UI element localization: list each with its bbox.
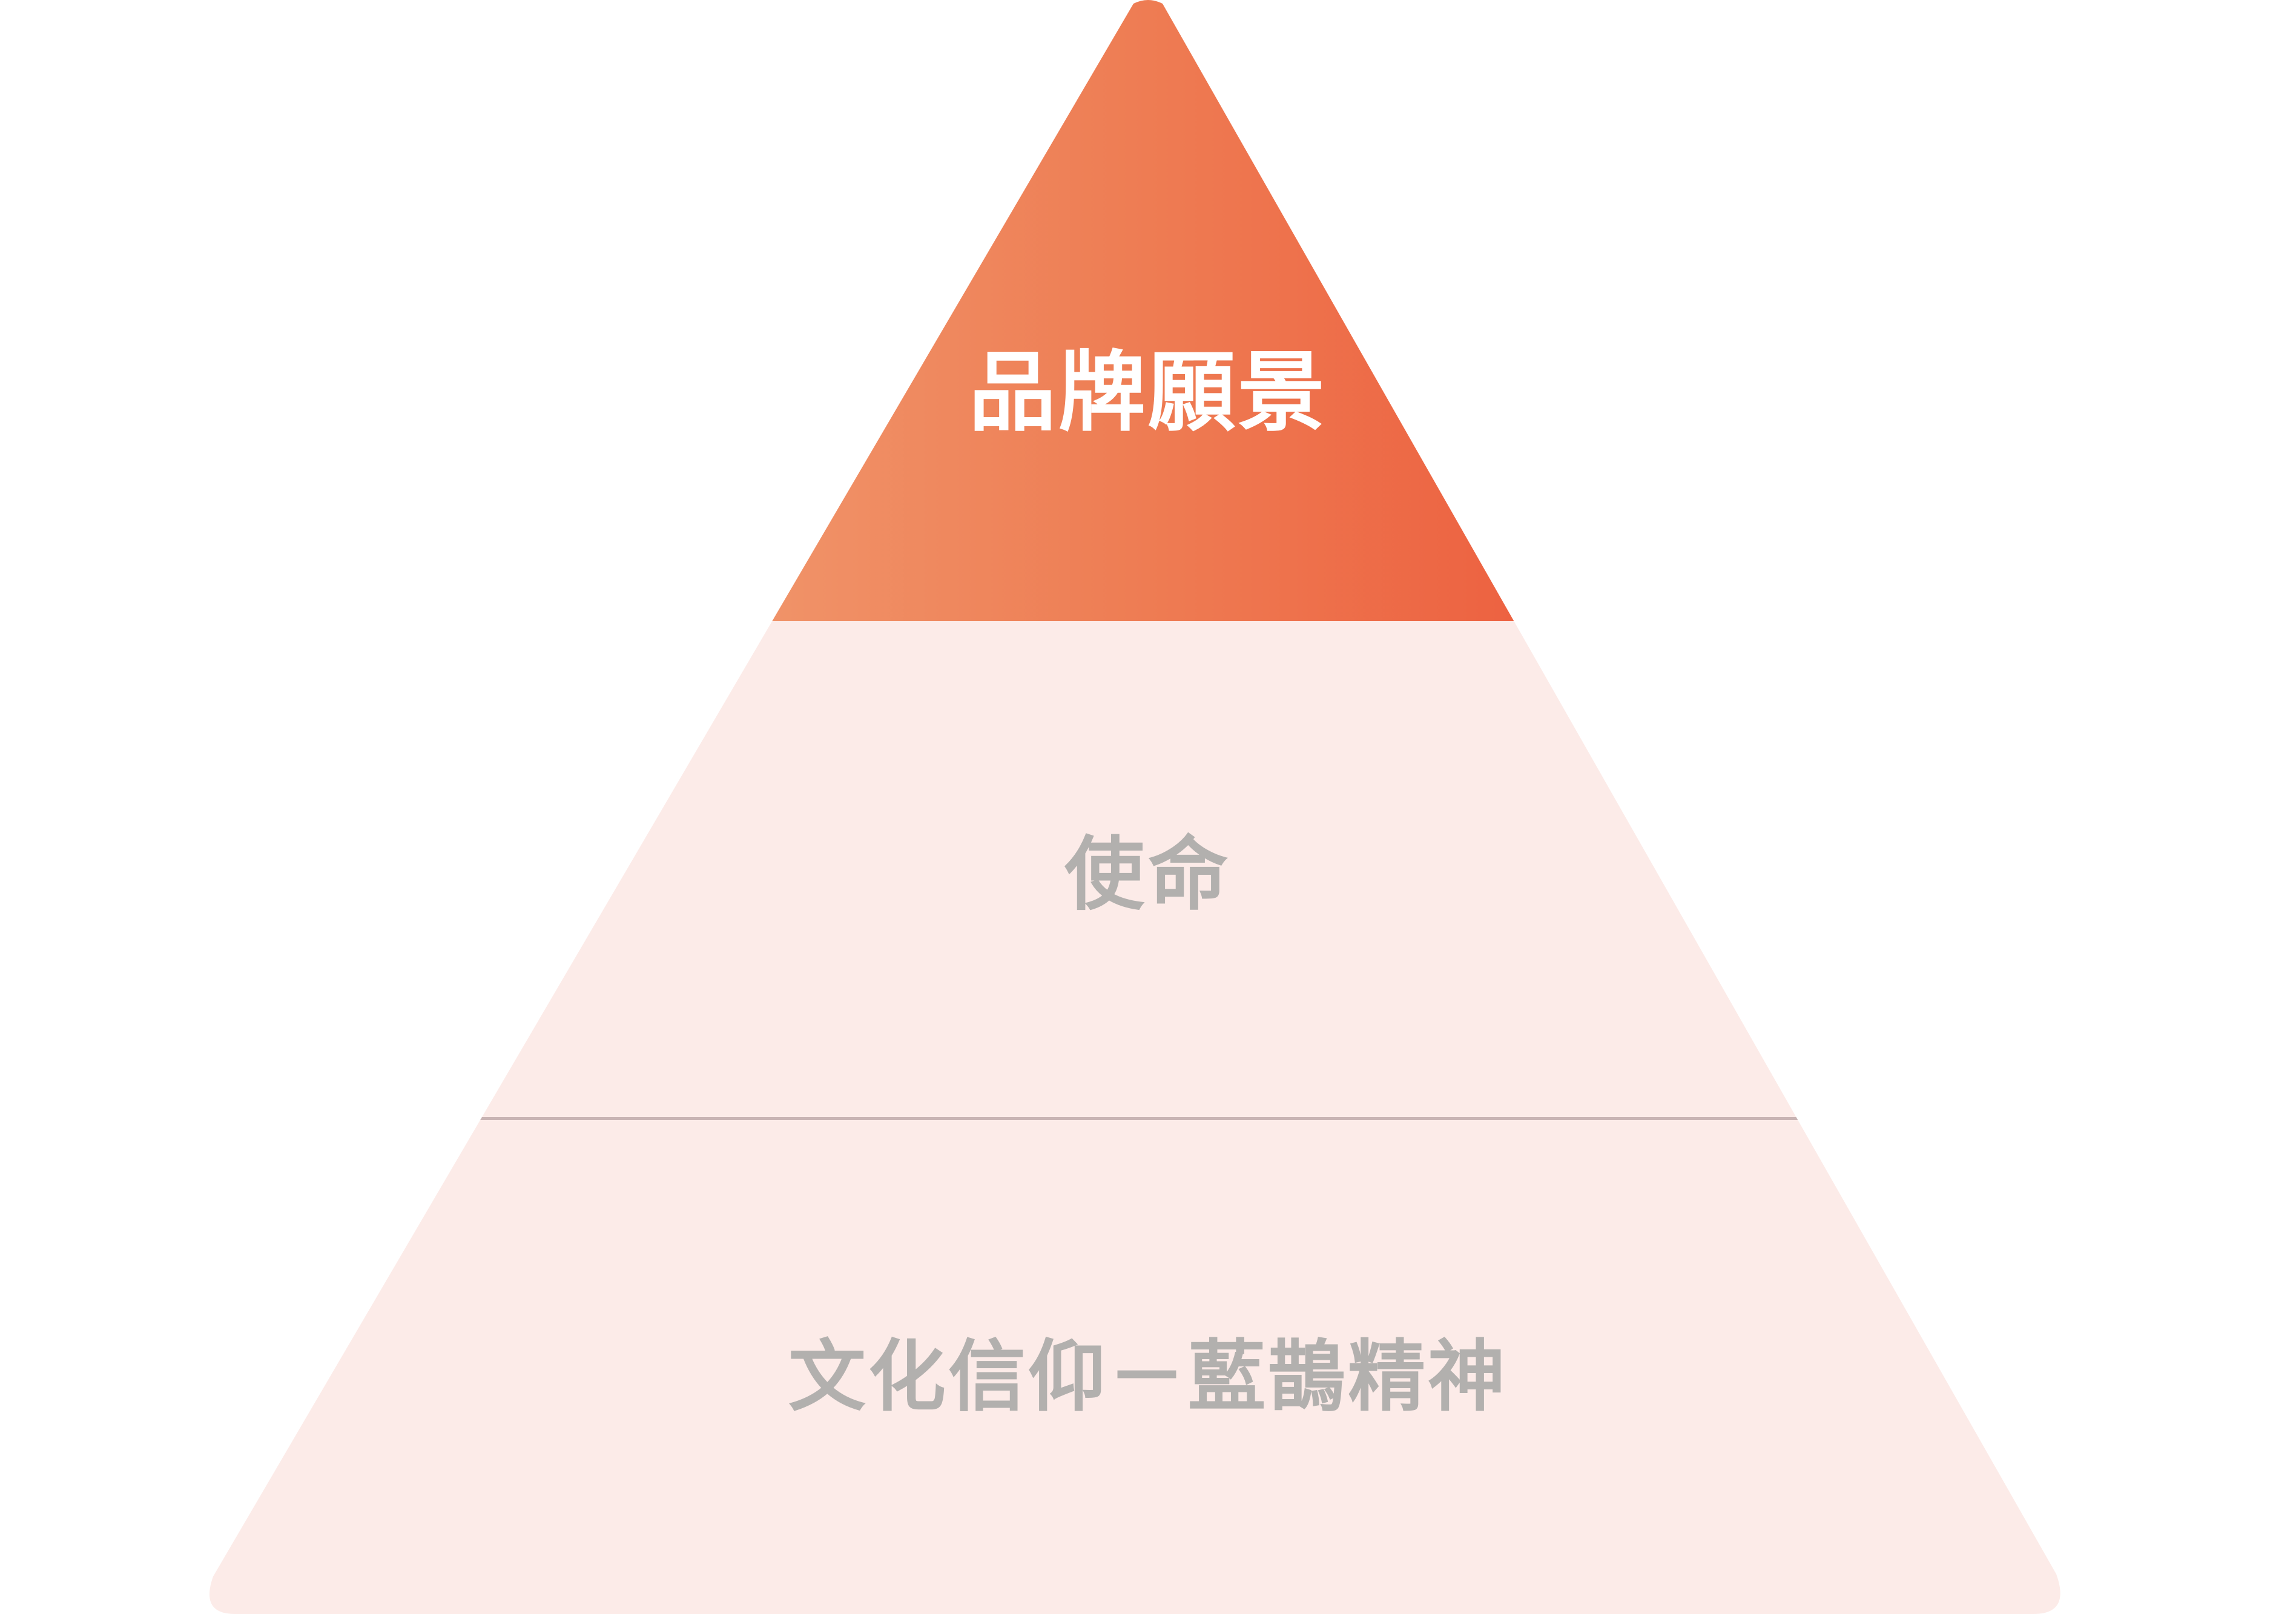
pyramid-tier-2-band [209, 621, 2060, 1121]
pyramid-tier-1-band [209, 0, 2060, 621]
pyramid-tier-3-band [209, 1121, 2060, 1614]
pyramid-tier-divider-line [209, 1117, 2060, 1120]
